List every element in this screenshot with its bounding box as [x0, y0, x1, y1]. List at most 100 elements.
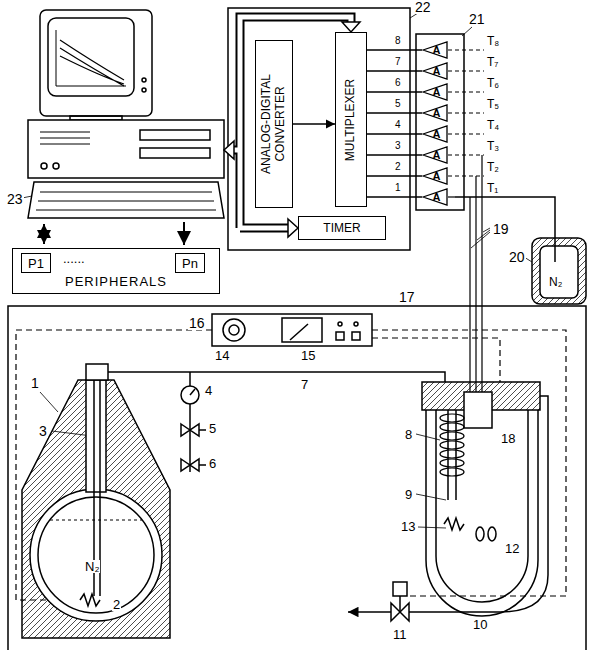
computer-part	[142, 78, 146, 82]
triangle-outline	[423, 168, 447, 184]
data-bus-part	[288, 219, 298, 237]
transfer-line-7-part	[199, 430, 206, 465]
callout-number: 18	[500, 432, 516, 445]
callout-number: 20	[508, 250, 526, 264]
control-wires-part	[372, 330, 566, 596]
node-text: A	[433, 192, 441, 203]
signal-line	[293, 123, 335, 124]
node-text: A	[433, 108, 441, 119]
computer-part	[40, 10, 152, 116]
signal-name: T₃	[486, 140, 500, 152]
triangle-outline	[423, 189, 447, 205]
substance-label: N₂	[548, 276, 563, 288]
computer-part	[53, 163, 59, 169]
node-text: A	[433, 87, 441, 98]
thermocouple-lines	[448, 50, 484, 197]
thermocouple-lines-part	[448, 70, 484, 71]
callout-number: 13	[400, 520, 416, 533]
wires-19-part	[471, 228, 490, 248]
signal-name: T₈	[486, 35, 500, 47]
converter-box: ANALOG-DIGITAL CONVERTER	[255, 40, 293, 208]
supply-dewar-part	[86, 380, 106, 492]
triangle-outline	[423, 42, 447, 58]
signal-line	[367, 196, 422, 197]
drawing-part-part	[440, 441, 464, 449]
pin-number: 1	[394, 183, 402, 193]
node-text: A	[433, 129, 441, 140]
control-unit-part	[223, 319, 245, 341]
thermocouple-lines-part	[448, 196, 455, 197]
drawing-part-part	[440, 432, 464, 440]
signal-line	[367, 70, 422, 71]
triangle-outline	[423, 105, 447, 121]
node-text: MULTIPLEXER	[344, 36, 358, 203]
pin-number: 5	[394, 99, 402, 109]
computer	[28, 10, 224, 218]
node-text: P1	[28, 257, 44, 270]
callout-number: 16	[188, 316, 206, 330]
supply-dewar-part	[50, 520, 142, 521]
frame-17	[8, 306, 586, 650]
thermocouple-lines-part	[448, 175, 484, 176]
transfer-line-7-part	[190, 389, 195, 395]
reference-dewar-part	[540, 246, 578, 298]
transfer-line-7-part	[181, 424, 199, 436]
signal-name: T₂	[486, 161, 500, 173]
node-text: A	[433, 150, 441, 161]
computer-part	[40, 132, 90, 144]
callout-number: 5	[208, 422, 217, 435]
control-unit-part	[290, 324, 308, 340]
supply-dewar-part	[86, 364, 108, 380]
callout-number: 21	[468, 12, 486, 26]
exhaust-line-10-part	[348, 611, 391, 613]
callout-number: 15	[300, 349, 316, 362]
signal-line	[367, 91, 422, 92]
control-unit-part	[336, 332, 344, 340]
control-unit	[212, 314, 372, 346]
computer-part	[48, 18, 134, 96]
exhaust-line-10-part	[393, 582, 407, 596]
pin-number: 6	[394, 78, 402, 88]
amplifier-box	[416, 34, 464, 210]
peripheral-arrows	[44, 222, 184, 245]
signal-name: T₄	[486, 119, 500, 131]
triangle-outline	[423, 84, 447, 100]
frame-17-part	[8, 306, 586, 650]
signal-line	[367, 154, 422, 155]
reference-dewar-part	[532, 238, 586, 304]
callout-number: 7	[300, 378, 309, 391]
supply-dewar-part	[30, 489, 162, 621]
callout-number: 1	[30, 376, 40, 390]
control-wires	[16, 330, 566, 600]
amplifier-box-part	[416, 34, 464, 210]
callout-number: 12	[504, 542, 520, 555]
cryostat-part	[426, 410, 538, 616]
node-text: ANALOG-DIGITAL CONVERTER	[260, 44, 288, 204]
amplifier-triangle: A	[422, 83, 448, 101]
peripheral-box: P1	[21, 253, 51, 273]
wires-19-part	[470, 155, 482, 392]
drawing-part-part	[440, 423, 464, 431]
transfer-line-7-part	[181, 459, 199, 471]
node-text: TIMER	[323, 222, 360, 234]
cryostat-part	[488, 527, 496, 541]
callout-number: 8	[404, 428, 413, 441]
node-text: PERIPHERALS	[13, 274, 219, 289]
callout-number: 17	[398, 290, 416, 304]
data-bus-part	[224, 141, 234, 159]
control-unit-part	[352, 332, 360, 340]
callout-number: 2	[112, 598, 121, 611]
node-text: A	[433, 66, 441, 77]
pin-number: 4	[394, 120, 402, 130]
control-unit-part	[338, 322, 342, 326]
computer-part	[28, 182, 224, 218]
exhaust-line-10	[348, 396, 548, 621]
cryostat-part	[436, 410, 528, 602]
amplifier-triangle: A	[422, 41, 448, 59]
signal-line	[367, 112, 422, 113]
control-unit-part	[229, 325, 239, 335]
callout-number: 3	[38, 424, 48, 438]
interface-box	[228, 8, 410, 250]
ellipsis-dots: ......	[62, 252, 86, 265]
computer-part	[28, 120, 224, 178]
